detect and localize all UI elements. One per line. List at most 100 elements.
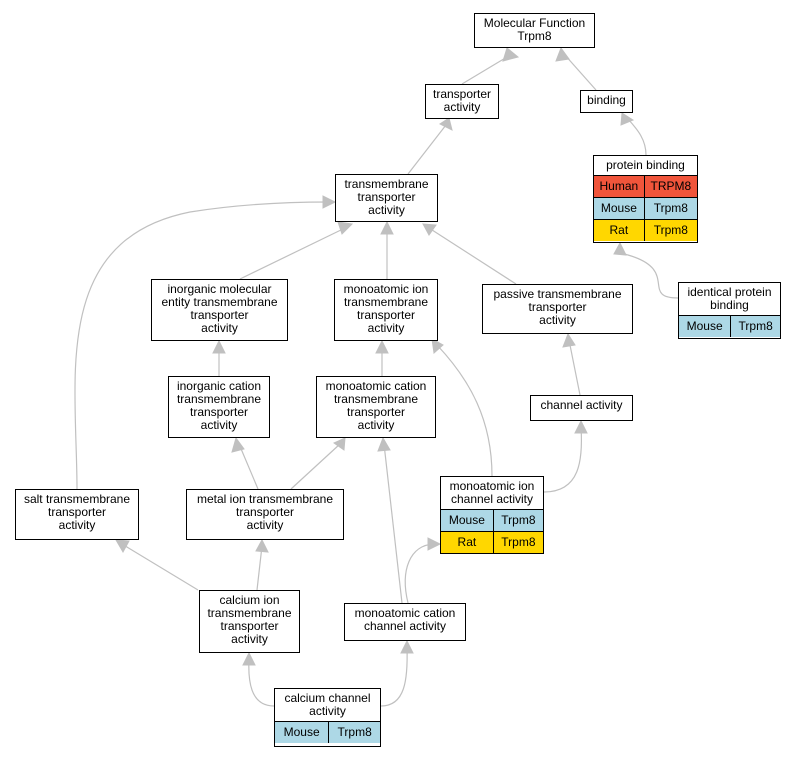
arrowhead-icon	[380, 220, 394, 235]
node-label: salt transmembrane transporter activity	[23, 492, 131, 532]
node-label: monoatomic ion channel activity	[449, 479, 535, 506]
edge-monoatomic-ion-channel-to-channel-activity	[543, 426, 583, 493]
edge-metal-ion-tt-to-inorganic-cation-tt	[238, 443, 259, 490]
gene-name: Trpm8	[643, 219, 697, 241]
gene-name: Trpm8	[492, 509, 543, 532]
node-label: channel activity	[540, 398, 623, 412]
arrowhead-icon	[212, 339, 226, 354]
node-monoatomic-cation-channel[interactable]: monoatomic cation channel activity	[344, 603, 466, 641]
node-binding[interactable]: binding	[580, 90, 633, 113]
arrowhead-icon	[255, 538, 269, 553]
arrowhead-icon	[502, 47, 520, 62]
species-name: Mouse	[275, 721, 329, 743]
edge-metal-ion-tt-to-monoatomic-cation-tt	[290, 443, 341, 490]
edge-salt-tt-to-transmembrane-transporter-activity	[74, 201, 330, 490]
node-monoatomic-ion-tt[interactable]: monoatomic ion transmembrane transporter…	[334, 279, 438, 341]
species-name: Mouse	[594, 197, 645, 220]
edge-monoatomic-ion-channel-to-monoatomic-ion-tt	[436, 344, 493, 477]
node-label: passive transmembrane transporter activi…	[493, 287, 622, 327]
edge-monoatomic-cation-channel-to-monoatomic-cation-tt	[383, 443, 403, 604]
node-label: monoatomic cation channel activity	[354, 606, 456, 633]
arrowhead-icon	[562, 332, 576, 348]
arrowhead-icon	[431, 338, 444, 354]
arrowhead-icon	[613, 241, 627, 256]
node-salt-tt[interactable]: salt transmembrane transporter activity	[15, 489, 139, 540]
edge-calcium-channel-to-monoatomic-cation-channel	[380, 646, 408, 707]
arrowhead-icon	[574, 419, 588, 434]
edge-calcium-ion-tt-to-salt-tt	[121, 543, 199, 591]
node-label: inorganic cation transmembrane transport…	[176, 379, 262, 432]
node-transporter-activity[interactable]: transporter activity	[425, 84, 499, 119]
node-label: monoatomic cation transmembrane transpor…	[325, 379, 427, 432]
edge-monoatomic-cation-channel-to-monoatomic-ion-channel	[404, 543, 435, 604]
node-passive-tt[interactable]: passive transmembrane transporter activi…	[482, 284, 633, 334]
node-metal-ion-tt[interactable]: metal ion transmembrane transporter acti…	[186, 489, 344, 540]
arrowhead-icon	[231, 436, 245, 453]
gene-name: Trpm8	[328, 721, 380, 743]
arrowhead-icon	[115, 539, 130, 554]
node-molecular-function[interactable]: Molecular Function Trpm8	[474, 13, 595, 48]
edge-protein-binding-to-binding	[627, 118, 647, 156]
arrowhead-icon	[332, 437, 346, 451]
node-label: protein binding	[606, 158, 685, 172]
arrowhead-icon	[400, 639, 414, 654]
node-label: binding	[587, 93, 626, 107]
arrowhead-icon	[322, 195, 337, 209]
arrowhead-icon	[427, 537, 442, 551]
edge-binding-to-molecular-function	[563, 53, 597, 91]
node-label: calcium channel activity	[284, 691, 371, 718]
arrowhead-icon	[439, 117, 453, 131]
gene-name: TRPM8	[643, 175, 697, 198]
node-label: inorganic molecular entity transmembrane…	[161, 282, 278, 335]
node-transmembrane-transporter-activity[interactable]: transmembrane transporter activity	[335, 174, 438, 222]
species-name: Rat	[594, 219, 645, 241]
arrowhead-icon	[337, 221, 354, 235]
gene-name: Trpm8	[730, 315, 780, 337]
gene-name: Trpm8	[643, 197, 697, 220]
arrowhead-icon	[620, 112, 635, 126]
arrowhead-icon	[242, 651, 256, 666]
edge-passive-tt-to-transmembrane-transporter-activity	[428, 227, 517, 285]
edge-calcium-ion-tt-to-metal-ion-tt	[256, 545, 263, 591]
arrowhead-icon	[422, 223, 437, 236]
species-name: Mouse	[679, 315, 731, 337]
edge-channel-activity-to-passive-tt	[568, 339, 581, 396]
arrowhead-icon	[377, 436, 391, 452]
node-label: metal ion transmembrane transporter acti…	[196, 492, 334, 532]
species-name: Rat	[441, 531, 494, 553]
node-channel-activity[interactable]: channel activity	[530, 395, 633, 421]
node-monoatomic-cation-tt[interactable]: monoatomic cation transmembrane transpor…	[316, 376, 436, 438]
arrowhead-icon	[555, 46, 570, 62]
node-inorganic-molecular-entity-tt[interactable]: inorganic molecular entity transmembrane…	[151, 279, 288, 341]
species-name: Human	[594, 175, 645, 198]
edge-calcium-channel-to-calcium-ion-tt	[248, 658, 275, 707]
gene-name: Trpm8	[492, 531, 543, 553]
node-label: calcium ion transmembrane transporter ac…	[207, 593, 292, 646]
node-calcium-ion-tt[interactable]: calcium ion transmembrane transporter ac…	[199, 590, 300, 653]
arrowhead-icon	[375, 339, 389, 354]
node-label: transporter activity	[432, 87, 492, 114]
node-label: Molecular Function Trpm8	[483, 16, 586, 43]
node-inorganic-cation-tt[interactable]: inorganic cation transmembrane transport…	[168, 376, 270, 438]
node-label: identical protein binding	[687, 285, 772, 312]
node-label: transmembrane transporter activity	[344, 177, 429, 217]
node-label: monoatomic ion transmembrane transporter…	[343, 282, 429, 335]
species-name: Mouse	[441, 509, 494, 532]
edge-inorganic-molecular-entity-tt-to-transmembrane-transporter-activity	[239, 227, 346, 280]
